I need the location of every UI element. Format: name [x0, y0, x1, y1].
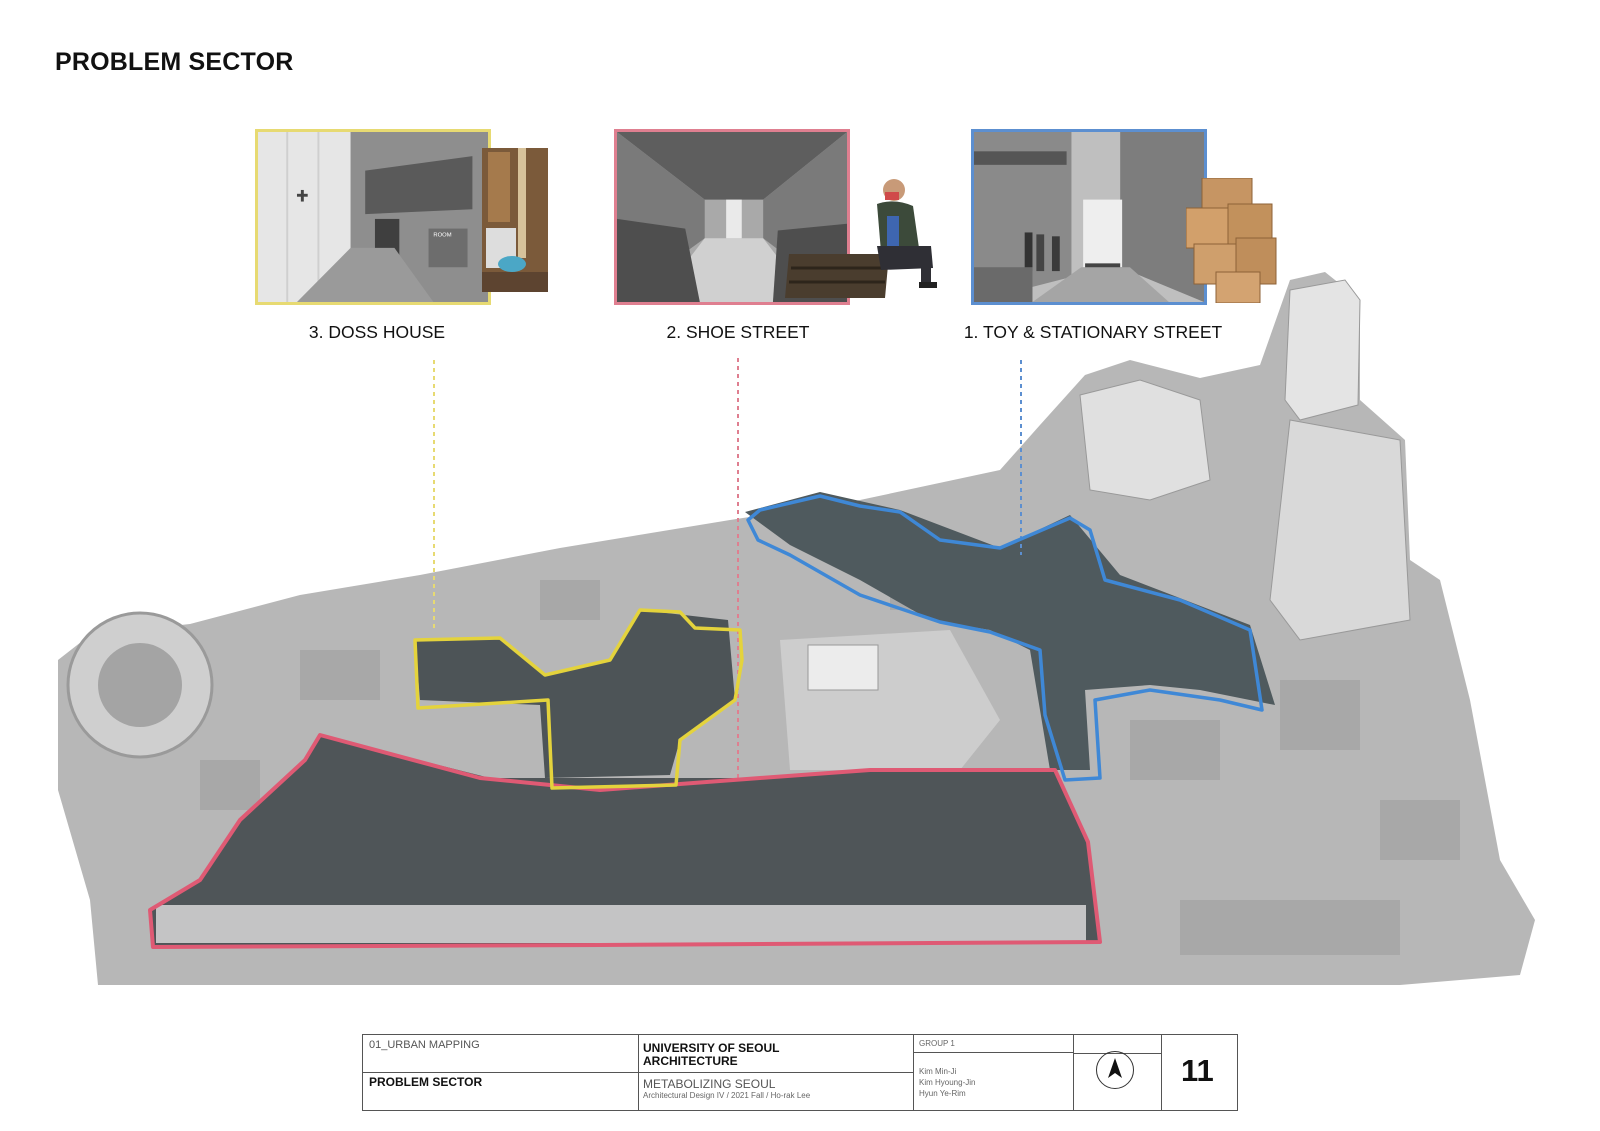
- sector-caption-toy-stationary-street: 1. TOY & STATIONARY STREET: [963, 322, 1223, 342]
- tower-block: [1079, 379, 1211, 501]
- doss-house-inset-photo: [482, 148, 548, 292]
- toy-street-fabric: [745, 492, 1275, 770]
- plaza-circle: [66, 611, 214, 759]
- team-member-3: Hyun Ye-Rim: [919, 1089, 966, 1098]
- site-terrain: [58, 272, 1535, 985]
- central-open-area: [780, 630, 1000, 770]
- title-block-school-line2: ARCHITECTURE: [643, 1054, 738, 1068]
- team-member-2: Kim Hyoung-Jin: [919, 1078, 976, 1087]
- title-block-project: METABOLIZING SEOUL: [643, 1077, 776, 1091]
- toy-street-outline: [746, 494, 1264, 782]
- sector-caption-doss-house: 3. DOSS HOUSE: [308, 322, 446, 342]
- doss-house-fabric: [415, 610, 735, 778]
- sector-caption-shoe-street: 2. SHOE STREET: [666, 322, 810, 342]
- title-block-group: GROUP 1: [919, 1039, 955, 1048]
- title-block-course: Architectural Design IV / 2021 Fall / Ho…: [643, 1091, 811, 1100]
- tower-block: [1269, 419, 1411, 641]
- shoe-street-facades: [156, 905, 1086, 943]
- north-arrow-icon: [1096, 1051, 1134, 1089]
- title-block-section: 01_URBAN MAPPING: [369, 1039, 480, 1051]
- shoe-street-fabric: [150, 735, 1100, 947]
- page-number: 11: [1181, 1053, 1214, 1088]
- title-block-sheet-title: PROBLEM SECTOR: [369, 1075, 483, 1089]
- shoe-street-outline: [148, 733, 1102, 949]
- page-title: PROBLEM SECTOR: [55, 48, 294, 76]
- doss-house-outline: [413, 608, 744, 790]
- shoe-street-vendor-cutout: [781, 176, 944, 298]
- svg-text:ROOM: ROOM: [433, 232, 451, 238]
- title-block-school-line1: UNIVERSITY OF SEOUL: [643, 1041, 780, 1055]
- cardboard-boxes-cutout: [1186, 178, 1278, 303]
- doss-house-photo: ROOM: [255, 129, 491, 305]
- toy-stationary-street-photo: [971, 129, 1207, 305]
- drawing-title-block: 01_URBAN MAPPING PROBLEM SECTOR UNIVERSI…: [362, 1034, 1238, 1111]
- tall-tower: [1284, 279, 1361, 421]
- team-member-1: Kim Min-Ji: [919, 1067, 957, 1076]
